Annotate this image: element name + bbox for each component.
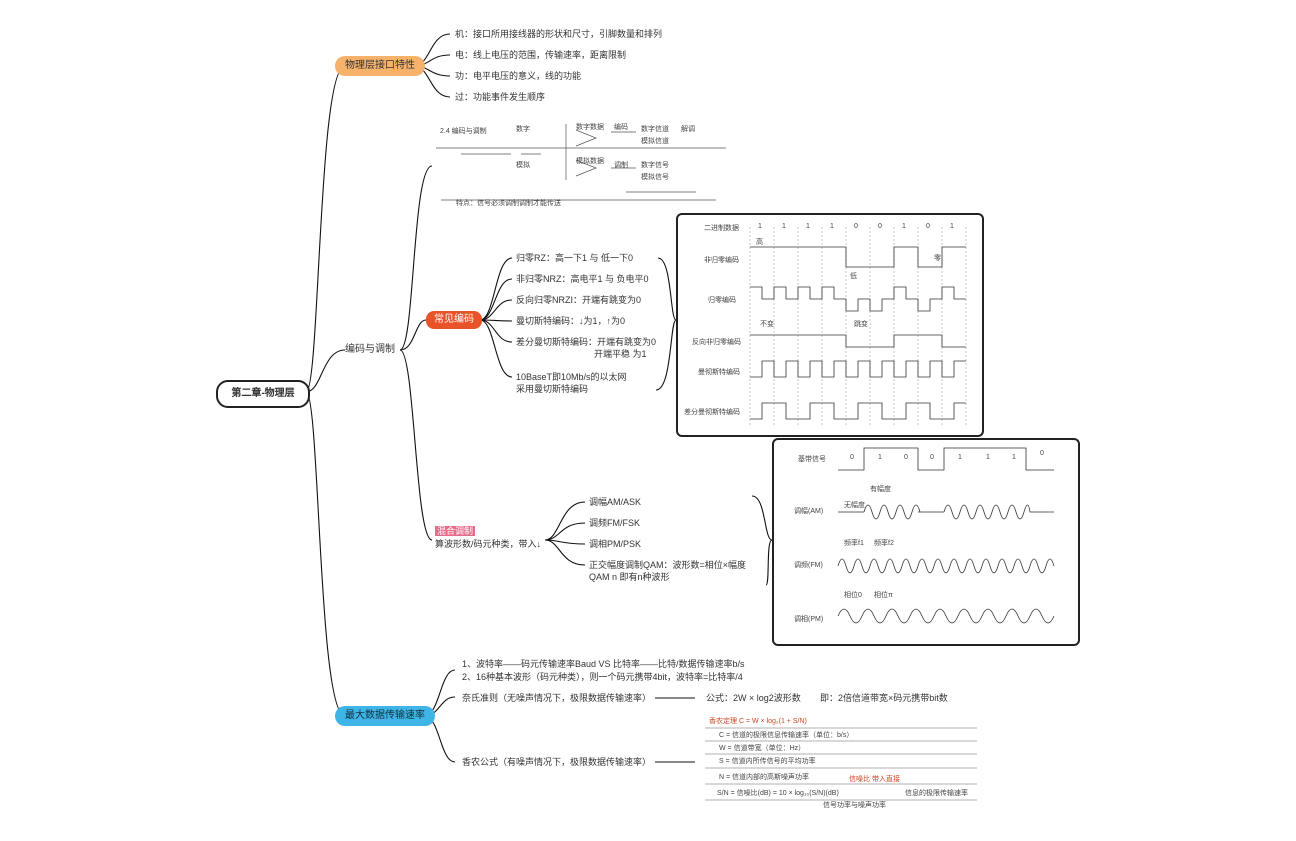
fig1-bit-4: 0 [854,223,858,230]
enc-ethernet-2: 采用曼切斯特编码 [516,384,589,394]
fig1-bit-1: 1 [782,223,786,230]
enc-diff-manchester-2: 开端平稳 为1 [594,349,647,359]
mix-label: 混合调制 [435,526,476,536]
mix-fm: 调频FM/FSK [589,518,640,528]
node-mixed-modulation[interactable]: 混合调制 [435,525,476,537]
enc-nrzi: 反向归零NRZI：开端有跳变为0 [516,295,642,305]
mix-qam-1: 正交幅度调制QAM：波形数=相位×幅度 [589,560,747,570]
sketch2-lines [705,727,977,801]
fig1-bit-0: 1 [758,223,762,230]
sketch1-i: 数字信号 [641,162,669,169]
sketch2-l7: 信噪比 带入直接 [849,776,900,783]
fig1-tiao-label: 跳变 [854,321,868,328]
node-codec[interactable]: 编码与调制 [345,344,395,355]
enc-ethernet-1: 10BaseT即10Mb/s的以太网 [516,372,627,382]
fig1-bit-7: 0 [926,223,930,230]
fig1-row-2: 归零编码 [708,297,736,304]
mix-am: 调幅AM/ASK [589,497,642,507]
fig2-am-yes: 有幅度 [870,486,891,493]
rate-nyquist-note: 即：2倍信道带宽×码元携带bit数 [820,693,948,703]
enc-rz: 归零RZ：高一下1 与 低一下0 [516,253,634,263]
phys-item-mechanical: 机：接口所用接线器的形状和尺寸，引脚数量和排列 [455,29,663,39]
enc-manchester: 曼切斯特编码：↓为1，↑为0 [516,316,626,326]
sketch2-l6: S/N = 信噪比(dB) = 10 × log₁₀(S/N)(dB) [717,790,839,797]
phys-item-procedural: 过：功能事件发生顺序 [455,92,546,102]
sketch2-l4: S = 信道内所传信号的平均功率 [719,758,816,765]
sketch1-d: 数字数据 [576,124,604,131]
fig2-pm-b: 相位π [874,592,893,599]
fig2-bit-1: 1 [878,454,882,461]
sketch2-l2: C = 信道的极限信息传输速率（单位：b/s） [719,732,854,739]
fig1-bit-5: 0 [878,223,882,230]
fig1-bu-label: 不变 [760,321,774,328]
phys-item-functional: 功：电平电压的意义，线的功能 [455,71,582,81]
fig1-hi-label: 高 [756,239,763,246]
modulation-waveforms-figure: 基带信号 调幅(AM) 调频(FM) 调相(PM) 0 1 0 0 1 1 1 … [772,438,1080,646]
fig1-row-4: 曼彻斯特编码 [698,369,740,376]
fig2-row-3: 调相(PM) [794,616,824,623]
fig2-waves [837,447,1055,624]
phys-item-electrical: 电：线上电压的范围，传输速率，距离限制 [455,50,627,60]
fig1-bit-3: 1 [830,223,834,230]
mix-qam-2: QAM n 即有n种波形 [589,572,670,582]
fig2-bit-3: 0 [930,454,934,461]
fig1-bit-8: 1 [950,223,954,230]
fig2-bit-0: 0 [850,454,854,461]
rate-line-1: 1、波特率——码元传输速率Baud VS 比特率——比特/数据传输速率b/s [462,659,745,669]
fig1-waves [749,227,967,427]
sketch1-k: 调制 [614,162,628,169]
node-physical-interface[interactable]: 物理层接口特性 [335,56,425,76]
fig2-fm-b: 频率f2 [874,540,894,547]
fig2-bit-6: 1 [1012,454,1016,461]
fig2-am-no: 无幅度 [844,502,865,509]
fig2-bit-7: 0 [1040,450,1044,457]
rate-nyquist: 奈氏准则（无噪声情况下，极限数据传输速率） [462,693,652,703]
mix-sub: 算波形数/码元种类，带入↓ [435,539,542,549]
enc-nrz: 非归零NRZ：高电平1 与 负电平0 [516,274,649,284]
fig2-row-2: 调频(FM) [794,562,823,569]
sketch1-c: 模拟 [516,162,530,169]
fig2-row-1: 调幅(AM) [794,508,824,515]
sketch1-e: 编码 [614,124,628,131]
sketch2-l5: N = 信道内部的高斯噪声功率 [719,774,810,781]
fig2-bit-4: 1 [958,454,962,461]
fig2-bit-2: 0 [904,454,908,461]
sketch1-b: 数字 [516,126,530,133]
node-common-encoding[interactable]: 常见编码 [426,311,482,329]
sketch2-l8: 信号功率与噪声功率 [823,802,886,809]
fig1-bit-2: 1 [806,223,810,230]
encoding-overview-sketch: 2.4 编码与调制 数字 模拟 数字数据 编码 模拟数据 数字信道 模拟信道 数… [436,120,726,208]
fig1-bit-6: 1 [902,223,906,230]
sketch1-lines [436,124,726,201]
fig1-zero-label: 零 [934,255,941,262]
sketch1-f: 模拟数据 [576,158,604,165]
sketch1-h: 模拟信道 [641,138,669,145]
root-node[interactable]: 第二章-物理层 [216,380,310,408]
fig1-row-5: 差分曼彻斯特编码 [684,409,740,416]
fig1-row-1: 非归零编码 [704,257,739,264]
sketch1-j: 模拟信号 [641,174,669,181]
fig2-pm-a: 相位0 [844,592,862,599]
fig1-row-3: 反向非归零编码 [692,339,741,346]
sketch1-a: 2.4 编码与调制 [440,128,487,135]
fig2-row-0: 基带信号 [798,456,826,463]
fig2-fm-a: 频率f1 [844,540,864,547]
sketch1-m: 特点：信号必须调制调制才能传送 [456,200,561,207]
rate-nyquist-formula: 公式：2W × log2波形数 [706,693,801,703]
rate-line-2: 2、16种基本波形（码元种类），则一个码元携带4bit，波特率=比特率/4 [462,672,743,682]
sketch2-l3: W = 信道带宽（单位：Hz） [719,745,806,752]
fig1-lo-label: 低 [850,273,857,280]
fig1-row-0: 二进制数据 [704,225,739,232]
sketch1-l: 解调 [681,126,695,133]
node-max-data-rate[interactable]: 最大数据传输速率 [335,706,435,726]
encoding-waveforms-figure: 二进制数据 非归零编码 归零编码 反向非归零编码 曼彻斯特编码 差分曼彻斯特编码… [676,213,984,437]
sketch1-g: 数字信道 [641,126,669,133]
shannon-notes-sketch: 香农定理 C = W × log₂(1 + S/N) C = 信道的极限信息传输… [697,712,983,810]
rate-shannon: 香农公式（有噪声情况下，极限数据传输速率） [462,757,652,767]
fig2-bit-5: 1 [986,454,990,461]
mix-pm: 调相PM/PSK [589,539,642,549]
sketch2-l1: 香农定理 C = W × log₂(1 + S/N) [709,718,807,725]
sketch2-l9: 信息的极限传输速率 [905,790,968,797]
enc-diff-manchester-1: 差分曼切斯特编码：开端有跳变为0 [516,337,657,347]
